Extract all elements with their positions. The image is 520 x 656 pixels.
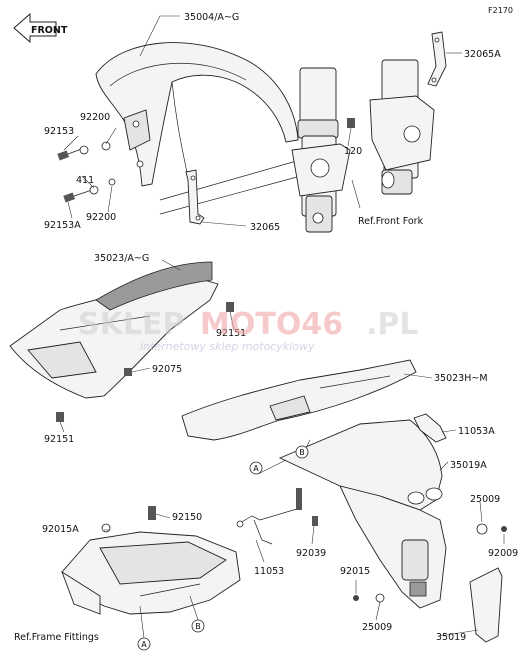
- front-fender: [95, 42, 299, 187]
- front-fork-right: [369, 59, 435, 195]
- label-92151-top: 92151: [216, 328, 246, 339]
- label-32065A: 32065A: [464, 49, 501, 60]
- nut-92015: [353, 595, 359, 601]
- svg-text:B: B: [299, 448, 305, 457]
- callout-A-top: A: [249, 461, 263, 475]
- label-411: 411: [76, 175, 94, 186]
- mud-flap: [469, 567, 503, 643]
- rear-fender: [278, 419, 447, 609]
- grommet-92015A: [101, 523, 111, 533]
- page-code: F2170: [488, 6, 513, 15]
- fastener-92151-top: [226, 302, 234, 312]
- fastener-92151-bot: [56, 412, 64, 422]
- front-fork-left: [291, 67, 351, 233]
- ref-front-fork: Ref.Front Fork: [358, 216, 424, 227]
- front-label: FRONT: [31, 25, 68, 36]
- label-11053A: 11053A: [458, 426, 495, 437]
- watermark-tagline: internetowy sklep motocyklowy: [140, 340, 315, 353]
- callout-A-bottom: A: [137, 637, 151, 651]
- label-35019A: 35019A: [450, 460, 487, 471]
- label-25009-right: 25009: [470, 494, 500, 505]
- label-92200-bot: 92200: [86, 212, 116, 223]
- label-35023HM: 35023H~M: [434, 373, 488, 384]
- label-92150: 92150: [172, 512, 202, 523]
- front-arrow-icon: FRONT: [13, 12, 68, 44]
- label-120: 120: [344, 146, 362, 157]
- leader-lines: [59, 15, 505, 637]
- label-92039: 92039: [296, 548, 326, 559]
- label-92009: 92009: [488, 548, 518, 559]
- under-cowl: [181, 359, 417, 441]
- label-92153A: 92153A: [44, 220, 81, 231]
- washer-25009-right: [476, 523, 488, 535]
- label-35004: 35004/A~G: [184, 12, 239, 23]
- svg-text:A: A: [141, 640, 147, 649]
- bracket-32065: [185, 169, 205, 225]
- fastener-set-upper: [57, 120, 140, 161]
- side-cowl: [9, 261, 219, 399]
- label-35019: 35019: [436, 632, 466, 643]
- label-92200-top: 92200: [80, 112, 110, 123]
- callout-B-bottom: B: [191, 619, 205, 633]
- bolt-120: [347, 118, 355, 128]
- washer-25009-bot: [375, 593, 385, 603]
- label-92153: 92153: [44, 126, 74, 137]
- grommet-92075: [124, 368, 132, 376]
- bracket-11053: [236, 488, 302, 545]
- callout-B-top: B: [295, 445, 309, 459]
- watermark-brand-suffix: .PL: [366, 307, 419, 342]
- label-25009-bot: 25009: [362, 622, 392, 633]
- watermark-brand-gray: SKLEP: [78, 307, 184, 342]
- svg-text:A: A: [253, 464, 259, 473]
- label-92015: 92015: [340, 566, 370, 577]
- watermark: SKLEP MOTO46 .PL internetowy sklep motoc…: [78, 307, 419, 353]
- fastener-92039: [312, 516, 318, 526]
- label-35023: 35023/A~G: [94, 253, 149, 264]
- nut-92009: [501, 526, 507, 532]
- svg-text:B: B: [195, 622, 201, 631]
- bolt-92150: [148, 506, 156, 520]
- label-92015A: 92015A: [42, 524, 79, 535]
- bracket-11053A: [413, 413, 447, 443]
- label-92075: 92075: [152, 364, 182, 375]
- label-92151-bot: 92151: [44, 434, 74, 445]
- frame-fitting-case: [61, 531, 241, 615]
- watermark-brand-red: MOTO46: [200, 307, 343, 342]
- fastener-set-lower: [63, 160, 144, 203]
- label-32065: 32065: [250, 222, 280, 233]
- ref-frame-fittings: Ref.Frame Fittings: [14, 632, 99, 643]
- label-11053: 11053: [254, 566, 284, 577]
- bracket-32065A: [427, 31, 447, 87]
